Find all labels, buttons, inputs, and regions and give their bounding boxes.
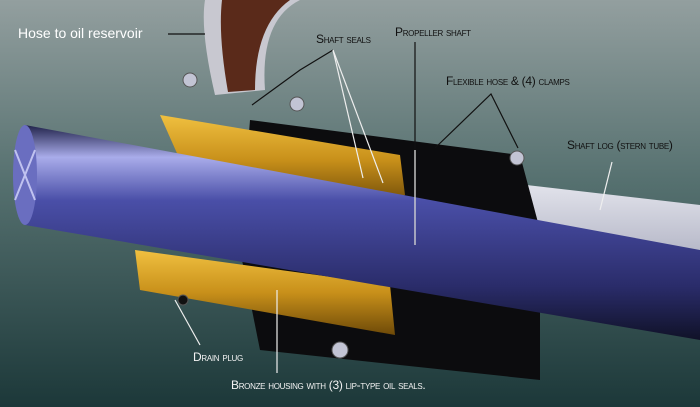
label-shaft-log: Shaft log (stern tube) <box>567 138 673 152</box>
clamp-bolts <box>177 72 525 359</box>
bronze-housing <box>160 115 405 205</box>
label-propeller-shaft: Propeller shaft <box>395 25 471 39</box>
propeller-shaft <box>13 125 700 340</box>
leader-lines <box>168 33 613 373</box>
label-drain-plug: Drain plug <box>193 350 243 364</box>
label-hose-to-reservoir: Hose to oil reservoir <box>18 25 143 41</box>
label-bronze-housing: Bronze housing with (3) lip-type oil sea… <box>231 378 426 392</box>
label-flexible-hose: Flexible hose & (4) clamps <box>446 74 570 88</box>
label-shaft-seals: Shaft seals <box>316 32 371 46</box>
